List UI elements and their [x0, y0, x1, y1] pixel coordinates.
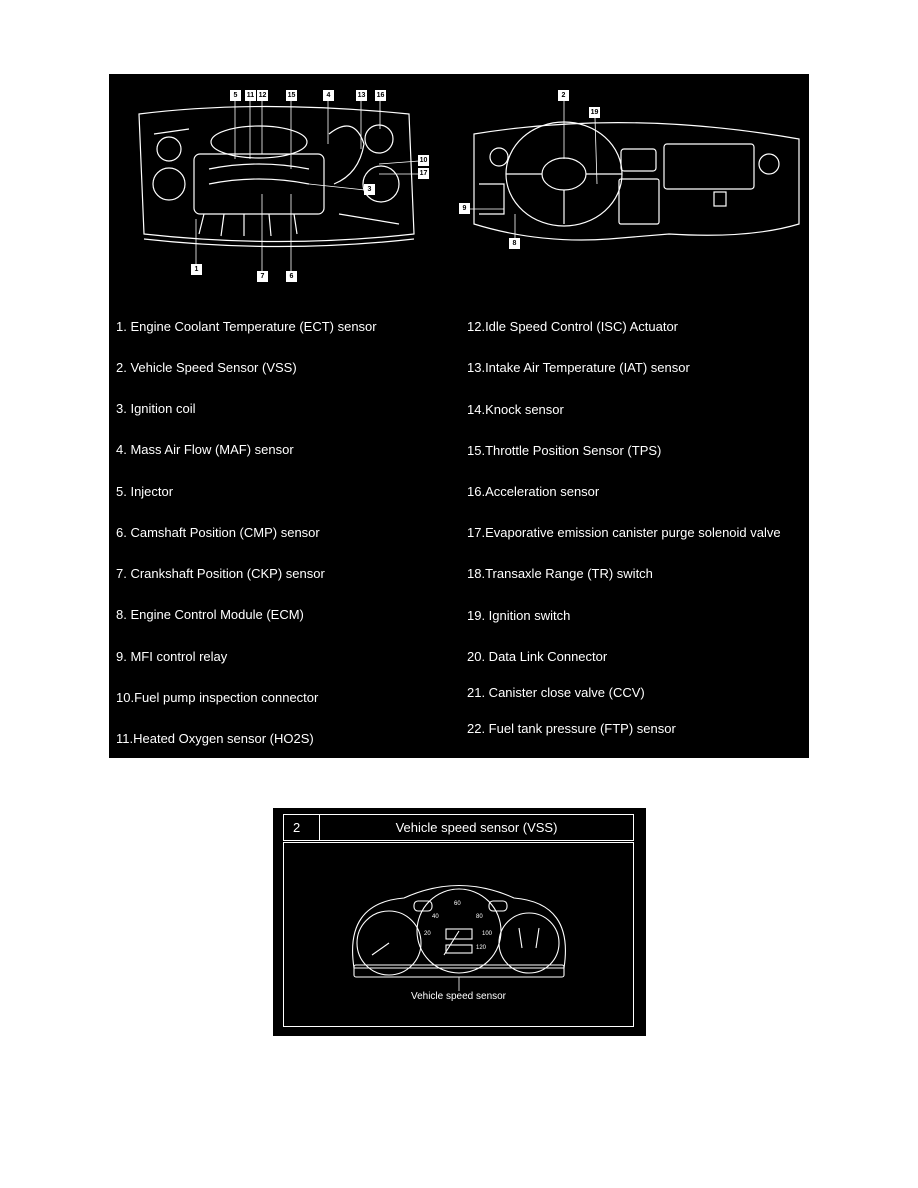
callout-tag: 2: [558, 90, 569, 101]
callout-tag: 1: [191, 264, 202, 275]
legend-item: 16.Acceleration sensor: [467, 484, 600, 499]
figure-title: Vehicle speed sensor (VSS): [395, 820, 558, 835]
callout-tag: 8: [509, 238, 520, 249]
figure-number: 2: [284, 815, 320, 840]
legend-item: 11.Heated Oxygen sensor (HO2S): [116, 731, 314, 746]
legend-item: 4. Mass Air Flow (MAF) sensor: [116, 442, 294, 457]
callout-tag: 11: [245, 90, 256, 101]
callout-tag: 13: [356, 90, 367, 101]
legend-item: 15.Throttle Position Sensor (TPS): [467, 443, 662, 458]
callout-tag: 4: [323, 90, 334, 101]
component-location-panel: 5 11 12 15 4 13 16 10 17 3 1 7 6 2 19 9 …: [109, 74, 809, 758]
legend-item: 14.Knock sensor: [467, 402, 564, 417]
callout-tag: 16: [375, 90, 386, 101]
callout-tag: 19: [589, 107, 600, 118]
legend-item: 21. Canister close valve (CCV): [467, 685, 645, 700]
svg-text:80: 80: [476, 914, 483, 920]
callout-tag: 3: [364, 184, 375, 195]
callout-tag: 10: [418, 155, 429, 166]
engine-compartment-illustration: [138, 101, 800, 271]
callout-tag: 6: [286, 271, 297, 282]
vss-figure: 2 Vehicle speed sensor (VSS) 40 60 80 10…: [273, 808, 646, 1036]
svg-text:60: 60: [454, 901, 461, 907]
legend-item: 20. Data Link Connector: [467, 649, 608, 664]
figure-caption: Vehicle speed sensor: [410, 991, 507, 1002]
legend-item: 5. Injector: [116, 484, 174, 499]
legend-item: 9. MFI control relay: [116, 649, 228, 664]
legend-item: 13.Intake Air Temperature (IAT) sensor: [467, 360, 690, 375]
svg-text:40: 40: [432, 914, 439, 920]
vss-figure-body: 40 60 80 100 120 20 Vehicle speed sensor: [283, 842, 634, 1027]
legend-item: 18.Transaxle Range (TR) switch: [467, 566, 653, 581]
legend-item: 6. Camshaft Position (CMP) sensor: [116, 525, 320, 540]
legend-item: 8. Engine Control Module (ECM): [116, 607, 304, 622]
legend-item: 17.Evaporative emission canister purge s…: [467, 525, 781, 540]
callout-tag: 7: [257, 271, 268, 282]
legend-item: 1. Engine Coolant Temperature (ECT) sens…: [116, 319, 377, 334]
svg-text:20: 20: [424, 931, 431, 937]
vss-figure-header: 2 Vehicle speed sensor (VSS): [283, 814, 634, 841]
legend-item: 10.Fuel pump inspection connector: [116, 690, 319, 705]
legend-item: 7. Crankshaft Position (CKP) sensor: [116, 566, 325, 581]
callout-tag: 15: [286, 90, 297, 101]
instrument-cluster-illustration: 40 60 80 100 120 20: [352, 885, 566, 991]
legend-item: 12.Idle Speed Control (ISC) Actuator: [467, 319, 679, 334]
legend-item: 2. Vehicle Speed Sensor (VSS): [116, 360, 297, 375]
callout-tag: 5: [230, 90, 241, 101]
legend-item: 3. Ignition coil: [116, 401, 196, 416]
legend-item: 22. Fuel tank pressure (FTP) sensor: [467, 721, 676, 736]
svg-text:100: 100: [482, 931, 493, 937]
callout-tag: 12: [257, 90, 268, 101]
svg-text:120: 120: [476, 945, 487, 951]
legend-item: 19. Ignition switch: [467, 608, 571, 623]
callout-tag: 17: [418, 168, 429, 179]
callout-tag: 9: [459, 203, 470, 214]
